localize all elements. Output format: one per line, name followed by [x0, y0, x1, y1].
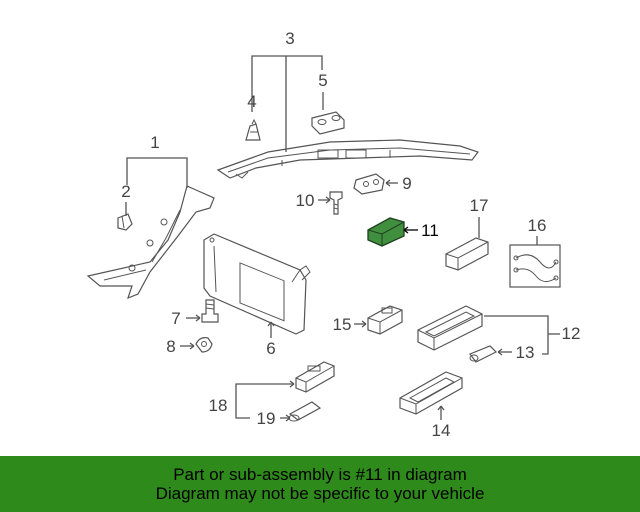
part-10-screw[interactable]: [329, 191, 343, 215]
leader-1: [126, 157, 188, 188]
part-14-lens[interactable]: [399, 371, 463, 415]
arrow-18: [289, 380, 295, 388]
callout-1: 1: [150, 133, 159, 152]
part-19-bulb[interactable]: [288, 401, 322, 422]
part-8-clip[interactable]: [195, 337, 213, 353]
part-5-cover[interactable]: [311, 111, 345, 135]
callout-15: 15: [333, 315, 352, 334]
callout-2: 2: [121, 182, 130, 201]
part-11-highlighted[interactable]: [367, 217, 405, 247]
footer-line-1: Part or sub-assembly is #11 in diagram: [173, 465, 467, 484]
arrow-10: [325, 196, 331, 204]
callout-18: 18: [209, 396, 228, 415]
callout-3: 3: [285, 29, 294, 48]
callout-10: 10: [296, 191, 315, 210]
leader-18-top: [235, 383, 294, 405]
part-7-bolt[interactable]: [201, 299, 219, 323]
leader-12-bracket: [484, 315, 549, 355]
part-18-map-lamp[interactable]: [295, 361, 335, 393]
part-15-switch[interactable]: [367, 305, 403, 335]
callout-17: 17: [470, 196, 489, 215]
callout-5: 5: [318, 71, 327, 90]
part-13-bulb[interactable]: [469, 345, 498, 363]
parts-diagram: 1 2 3 4 5 9: [86, 29, 581, 440]
part-4-clip[interactable]: [245, 118, 261, 141]
callout-4: 4: [247, 92, 256, 111]
arrow-19: [285, 414, 291, 422]
arrow-8: [189, 342, 195, 350]
part-6-sun-visor[interactable]: [203, 233, 311, 335]
callout-11: 11: [421, 221, 439, 240]
arrow-13: [497, 348, 503, 356]
callout-8: 8: [166, 337, 175, 356]
part-2-plug[interactable]: [117, 213, 133, 231]
part-12-dome-lamp[interactable]: [417, 305, 483, 351]
arrow-6: [267, 321, 275, 327]
callout-16: 16: [528, 216, 547, 235]
arrow-9: [385, 179, 391, 187]
arrow-11: [403, 226, 409, 234]
leader-18-bottom: [235, 405, 250, 419]
arrow-7: [195, 314, 201, 322]
part-3-roof-trim[interactable]: [216, 139, 479, 179]
callout-12: 12: [562, 324, 581, 343]
callout-13: 13: [516, 343, 535, 362]
footer-line-2: Diagram may not be specific to your vehi…: [155, 484, 485, 503]
arrow-14: [437, 405, 445, 411]
callout-7: 7: [171, 309, 180, 328]
callout-14: 14: [432, 421, 451, 440]
footer-banner: Part or sub-assembly is #11 in diagram D…: [0, 456, 640, 512]
part-17-lamp[interactable]: [445, 237, 489, 271]
part-16-wiring[interactable]: [509, 244, 561, 288]
callout-9: 9: [402, 174, 411, 193]
callout-19: 19: [257, 409, 276, 428]
part-1-pillar-trim[interactable]: [86, 185, 215, 300]
part-9-bracket[interactable]: [353, 173, 385, 195]
leader-3-bracket: [251, 55, 323, 112]
callout-6: 6: [266, 339, 275, 358]
arrow-15: [361, 320, 367, 328]
